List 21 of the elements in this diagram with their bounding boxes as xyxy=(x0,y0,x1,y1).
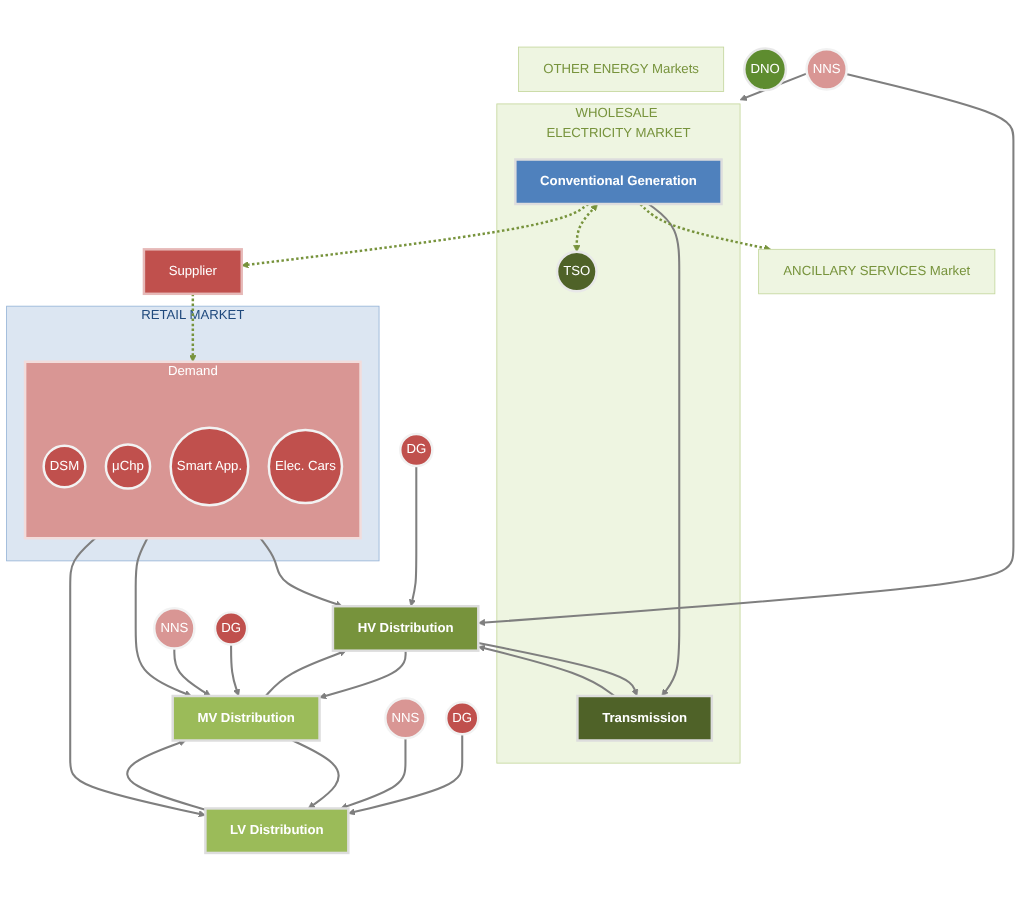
arrow xyxy=(259,537,343,608)
arrow xyxy=(408,466,418,607)
arrow xyxy=(241,203,590,269)
arrow xyxy=(230,644,241,697)
arrow xyxy=(477,73,1015,627)
arrow xyxy=(477,644,616,697)
arrow xyxy=(265,649,347,697)
arrow xyxy=(573,203,598,253)
arrow xyxy=(319,650,407,700)
arrow xyxy=(69,537,206,818)
arrow xyxy=(134,537,192,697)
arrow xyxy=(340,738,407,810)
arrow xyxy=(639,203,772,252)
arrow xyxy=(126,739,206,811)
arrow xyxy=(292,739,340,809)
arrow xyxy=(173,648,211,697)
arrow xyxy=(348,734,464,816)
arrow xyxy=(647,203,681,697)
arrow xyxy=(478,642,639,697)
arrow xyxy=(739,72,807,101)
arrow xyxy=(189,293,197,363)
